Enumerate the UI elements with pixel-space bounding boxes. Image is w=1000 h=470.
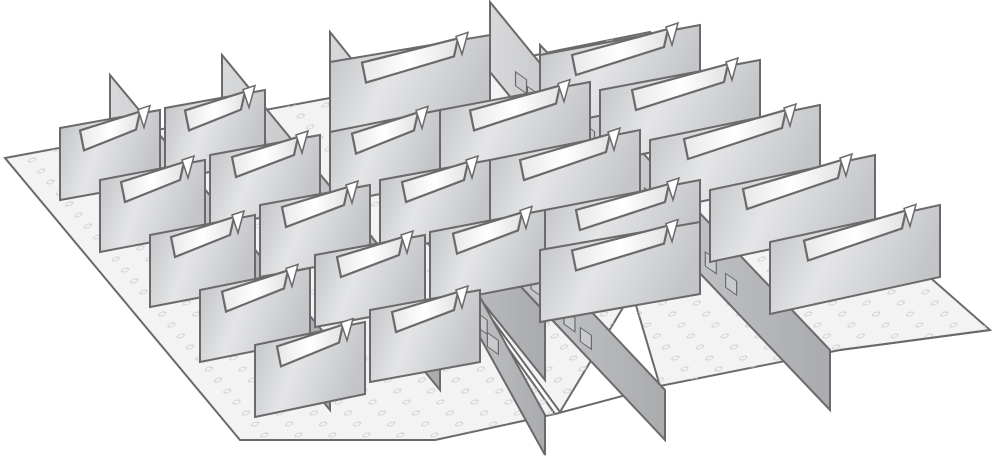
label-holder-clip <box>345 179 360 206</box>
label-holder-clip <box>557 78 572 105</box>
label-holder-clip <box>903 203 918 229</box>
label-holder <box>390 290 460 334</box>
label-holder <box>169 215 236 259</box>
label-holder-clip <box>783 102 798 129</box>
label-holder <box>280 185 350 229</box>
label-holder <box>220 268 290 314</box>
label-holder-clip <box>400 229 415 256</box>
label-holder-clip <box>665 218 680 245</box>
label-holder-clip <box>455 284 470 311</box>
label-holder <box>335 235 405 279</box>
label-holder <box>518 132 612 182</box>
label-holder <box>400 160 470 204</box>
label-holder-clip <box>415 105 430 131</box>
label-holder-clip <box>137 104 152 131</box>
label-holder <box>275 322 345 368</box>
label-holder-clip <box>242 84 257 111</box>
label-holder-clip <box>665 21 680 48</box>
label-holder <box>119 160 186 204</box>
label-holder-clip <box>231 209 246 236</box>
label-holder <box>360 36 460 84</box>
label-holder <box>741 158 844 211</box>
label-holder-clip <box>725 56 740 83</box>
label-holder <box>682 108 788 161</box>
slot-cell <box>486 331 499 356</box>
slot-cell <box>724 272 738 297</box>
label-holder <box>350 110 420 156</box>
label-holder <box>230 135 300 179</box>
divider-panels <box>59 0 941 456</box>
label-holder-clip <box>285 263 300 289</box>
label-holder-clip <box>465 154 480 181</box>
label-holder <box>78 109 142 152</box>
label-holder <box>183 89 247 132</box>
label-holder-clip <box>607 126 622 153</box>
label-holder <box>570 27 670 77</box>
label-holder <box>802 208 908 263</box>
label-holder-clip <box>455 31 470 57</box>
label-holder-clip <box>295 129 310 156</box>
label-holder <box>630 62 730 112</box>
label-holder <box>468 84 562 132</box>
slot-cell <box>579 326 593 351</box>
label-holder-clip <box>666 176 681 203</box>
label-holder-clip <box>340 317 355 344</box>
label-holder-clip <box>839 152 854 179</box>
label-holder-clip <box>181 154 196 181</box>
label-holder <box>570 224 670 272</box>
label-holder <box>574 182 671 232</box>
label-holder <box>451 210 524 256</box>
slot-cell <box>514 70 528 95</box>
label-holder-clip <box>519 205 534 231</box>
